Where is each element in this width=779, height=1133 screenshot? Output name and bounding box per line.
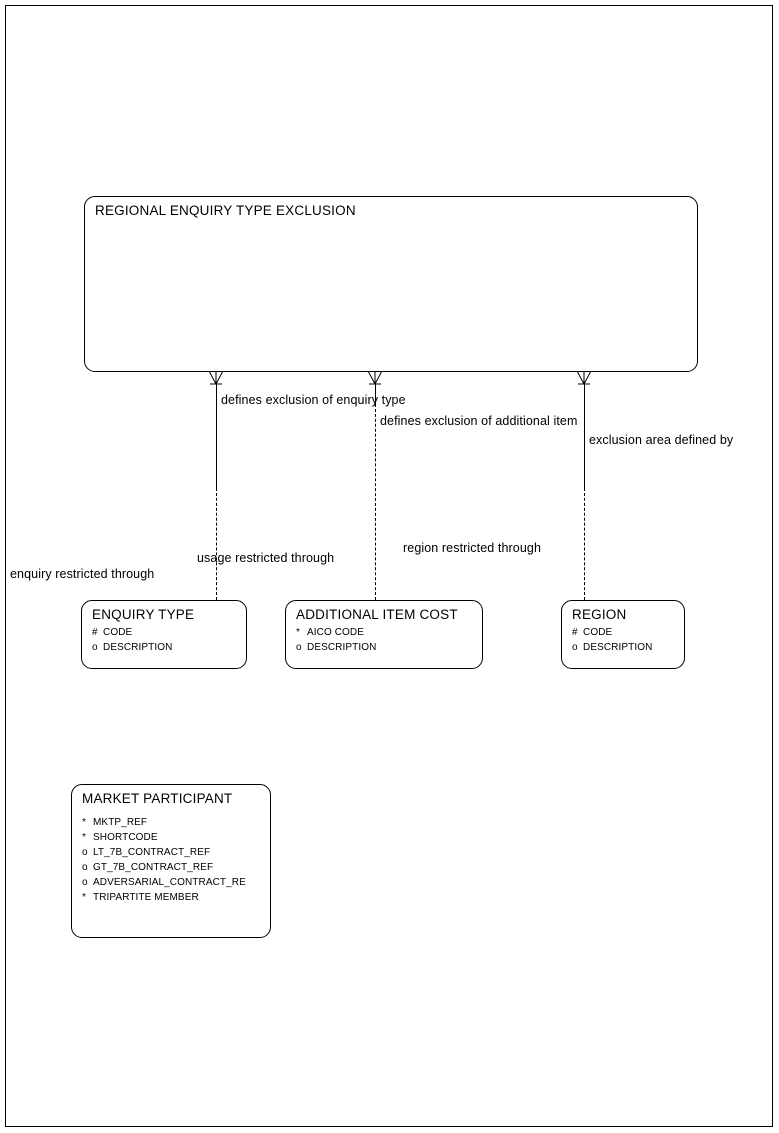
attribute-row: o GT_7B_CONTRACT_REF [82, 860, 270, 875]
attribute-row: # CODE [572, 625, 684, 640]
attribute-marker: * [82, 817, 86, 828]
entity-title: ENQUIRY TYPE [92, 607, 195, 622]
crowfoot-icon-enquiry-type [208, 371, 224, 385]
relationship-label-defines-exclusion-enquiry: defines exclusion of enquiry type [221, 393, 406, 407]
entity-region[interactable]: REGION # CODE o DESCRIPTION [561, 600, 685, 669]
relationship-label-enquiry-restricted-through: enquiry restricted through [10, 567, 155, 581]
relationship-line-region-solid [584, 384, 585, 488]
attribute-list: * MKTP_REF * SHORTCODE o LT_7B_CONTRACT_REF… [82, 815, 270, 905]
relationship-line-additional-item-dashed [375, 404, 376, 600]
attribute-row: * AICO CODE [296, 625, 482, 640]
relationship-line-region-dashed [584, 488, 585, 600]
attribute-name: SHORTCODE [93, 832, 158, 843]
entity-market-participant[interactable]: MARKET PARTICIPANT * MKTP_REF * SHORTCODE … [71, 784, 271, 938]
attribute-marker: # [92, 627, 98, 638]
entity-title: ADDITIONAL ITEM COST [296, 607, 458, 622]
attribute-marker: # [572, 627, 578, 638]
attribute-row: * MKTP_REF [82, 815, 270, 830]
attribute-row: o LT_7B_CONTRACT_REF [82, 845, 270, 860]
attribute-row: o DESCRIPTION [296, 640, 482, 655]
relationship-line-enquiry-type-solid [216, 384, 217, 488]
attribute-row: # CODE [92, 625, 246, 640]
attribute-name: DESCRIPTION [103, 642, 173, 653]
attribute-name: TRIPARTITE MEMBER [93, 892, 199, 903]
entity-enquiry-type[interactable]: ENQUIRY TYPE # CODE o DESCRIPTION [81, 600, 247, 669]
relationship-label-region-restricted-through: region restricted through [403, 541, 541, 555]
attribute-list: # CODE o DESCRIPTION [92, 625, 246, 655]
attribute-name: DESCRIPTION [583, 642, 653, 653]
attribute-list: * AICO CODE o DESCRIPTION [296, 625, 482, 655]
attribute-row: * SHORTCODE [82, 830, 270, 845]
attribute-name: MKTP_REF [93, 817, 148, 828]
entity-regional-enquiry-type-exclusion[interactable]: REGIONAL ENQUIRY TYPE EXCLUSION [84, 196, 698, 372]
attribute-name: GT_7B_CONTRACT_REF [93, 862, 214, 873]
entity-additional-item-cost[interactable]: ADDITIONAL ITEM COST * AICO CODE o DESCRIP… [285, 600, 483, 669]
attribute-marker: o [82, 877, 88, 888]
relationship-line-additional-item-solid [375, 384, 376, 404]
page-border [5, 5, 773, 1127]
relationship-line-enquiry-type-dashed [216, 488, 217, 600]
attribute-marker: o [82, 847, 88, 858]
attribute-name: ADVERSARIAL_CONTRACT_RE [93, 877, 246, 888]
relationship-label-usage-restricted-through: usage restricted through [197, 551, 335, 565]
attribute-row: o DESCRIPTION [572, 640, 684, 655]
attribute-marker: * [296, 627, 300, 638]
entity-title: REGION [572, 607, 627, 622]
attribute-marker: o [92, 642, 98, 653]
entity-title: MARKET PARTICIPANT [82, 791, 233, 806]
entity-title: REGIONAL ENQUIRY TYPE EXCLUSION [95, 203, 356, 218]
attribute-row: o ADVERSARIAL_CONTRACT_RE [82, 875, 270, 890]
attribute-marker: * [82, 832, 86, 843]
attribute-marker: * [82, 892, 86, 903]
crowfoot-icon-additional-item-cost [367, 371, 383, 385]
attribute-row: * TRIPARTITE MEMBER [82, 890, 270, 905]
attribute-name: CODE [583, 627, 613, 638]
attribute-name: DESCRIPTION [307, 642, 377, 653]
attribute-list: # CODE o DESCRIPTION [572, 625, 684, 655]
attribute-row: o DESCRIPTION [92, 640, 246, 655]
attribute-marker: o [82, 862, 88, 873]
attribute-marker: o [296, 642, 302, 653]
attribute-marker: o [572, 642, 578, 653]
relationship-label-exclusion-area-defined-by: exclusion area defined by [589, 433, 734, 447]
attribute-name: LT_7B_CONTRACT_REF [93, 847, 211, 858]
attribute-name: AICO CODE [307, 627, 365, 638]
relationship-label-defines-exclusion-additional: defines exclusion of additional item [380, 414, 578, 428]
attribute-name: CODE [103, 627, 133, 638]
